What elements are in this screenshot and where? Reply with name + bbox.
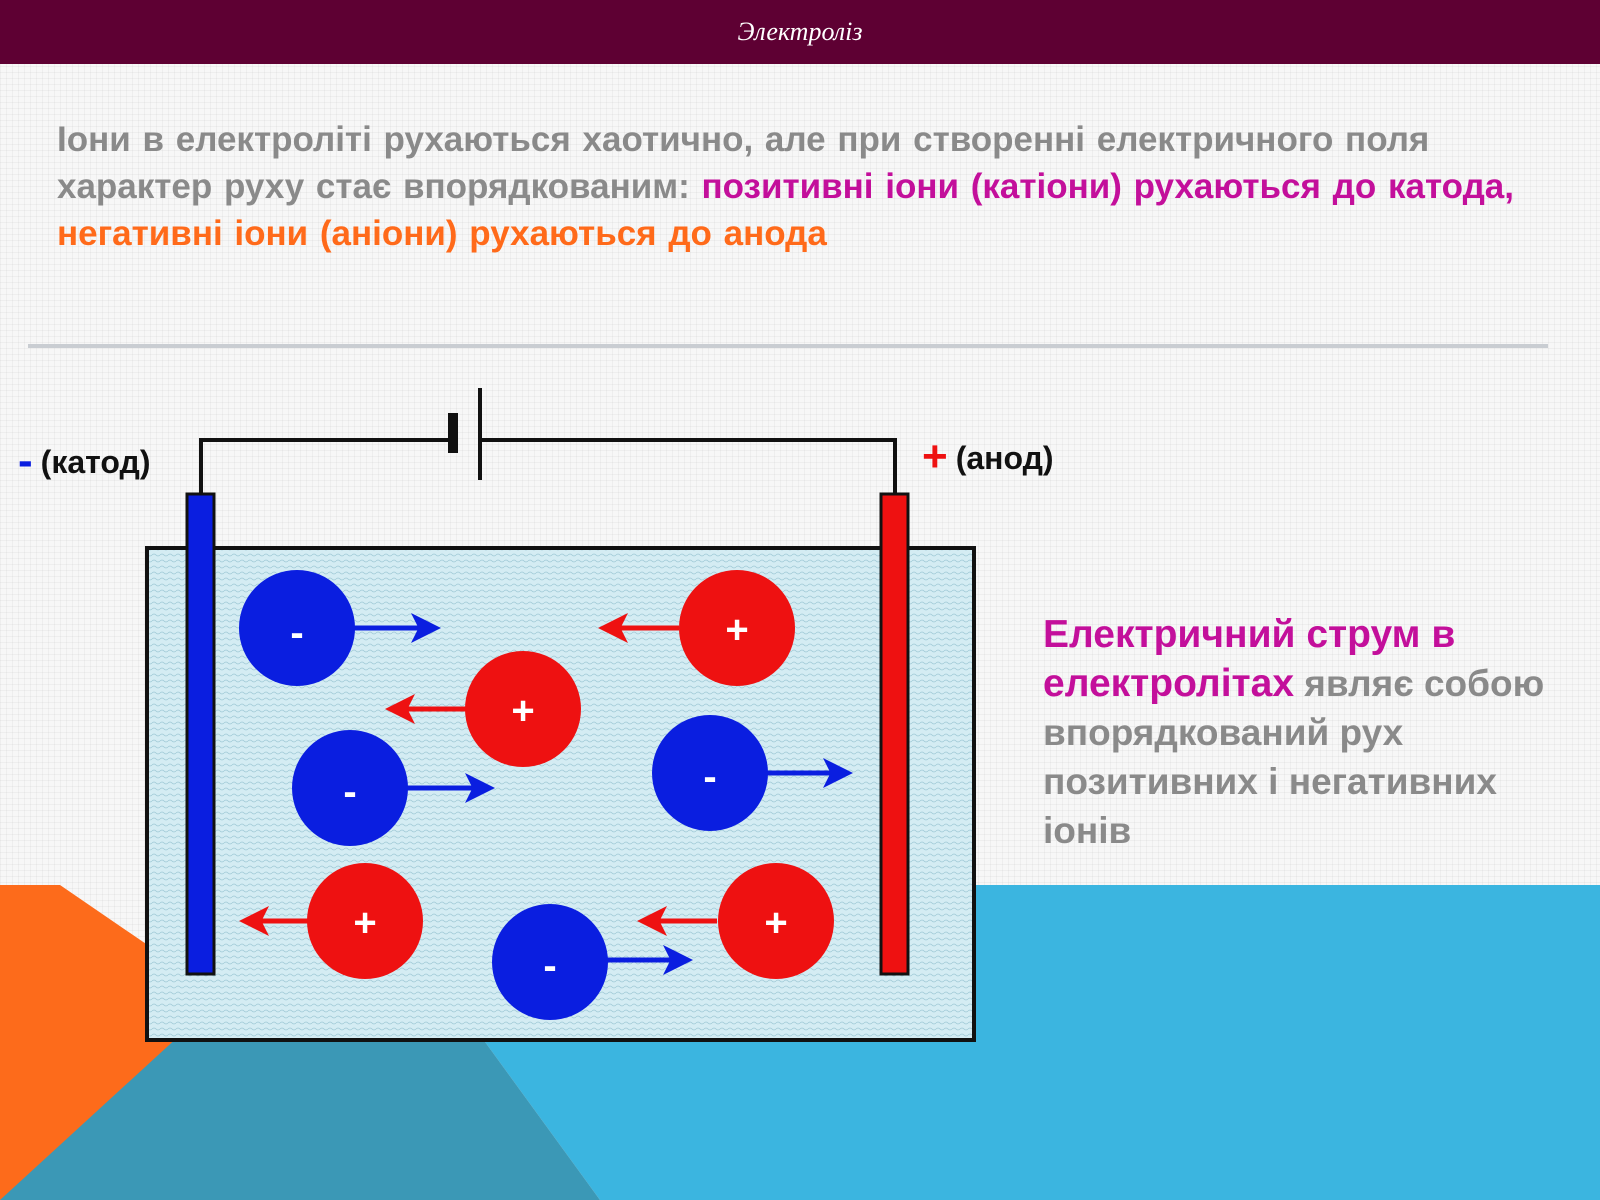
ion-3: + — [465, 651, 581, 767]
ion-7: - — [492, 904, 608, 1020]
intro-text-anions: негативні іони (аніони) рухаються до ано… — [57, 214, 827, 253]
ion-6: + — [307, 863, 423, 979]
anode-sign: + — [922, 432, 948, 481]
side-highlight: Електричний струм в електролітах — [1043, 613, 1456, 705]
side-rest: являє собою впорядкований рух позитивних… — [1043, 663, 1545, 851]
cathode-label: -(катод) — [18, 436, 150, 486]
divider-line — [28, 344, 1548, 348]
battery-positive-plate — [478, 388, 482, 480]
header-bar: Электроліз — [0, 0, 1600, 64]
ion-5: - — [652, 715, 768, 831]
intro-text-cations: позитивні іони (катіони) рухаються до ка… — [701, 167, 1514, 206]
ion-3-sign: + — [511, 689, 534, 733]
ion-1-sign: - — [290, 611, 303, 655]
intro-text-general: Іони в електроліті рухаються хаотично, а… — [57, 120, 1430, 206]
decor-blue-shape — [480, 885, 1600, 1200]
side-description: Електричний струм в електролітах являє с… — [1043, 610, 1563, 855]
anode-label-text: (анод) — [955, 440, 1054, 476]
ion-4: - — [292, 730, 408, 846]
cathode-electrode — [185, 492, 216, 976]
battery-negative-plate — [448, 413, 458, 453]
ion-5-sign: - — [703, 755, 716, 799]
ion-1: - — [239, 570, 355, 686]
ion-2-sign: + — [725, 608, 748, 652]
ion-7-sign: - — [543, 944, 556, 988]
decor-overlap-shape — [0, 1035, 600, 1200]
header-title: Электроліз — [737, 17, 863, 46]
ion-8-sign: + — [764, 901, 787, 945]
anode-label: +(анод) — [922, 432, 1054, 482]
cathode-label-text: (катод) — [40, 444, 151, 480]
wire-left — [199, 438, 456, 493]
ion-2: + — [679, 570, 795, 686]
intro-paragraph: Іони в електроліті рухаються хаотично, а… — [57, 116, 1547, 257]
ion-6-sign: + — [353, 901, 376, 945]
wire-right — [481, 438, 897, 493]
ion-4-sign: - — [343, 770, 356, 814]
cathode-sign: - — [18, 436, 33, 485]
ion-8: + — [718, 863, 834, 979]
anode-electrode — [879, 492, 910, 976]
